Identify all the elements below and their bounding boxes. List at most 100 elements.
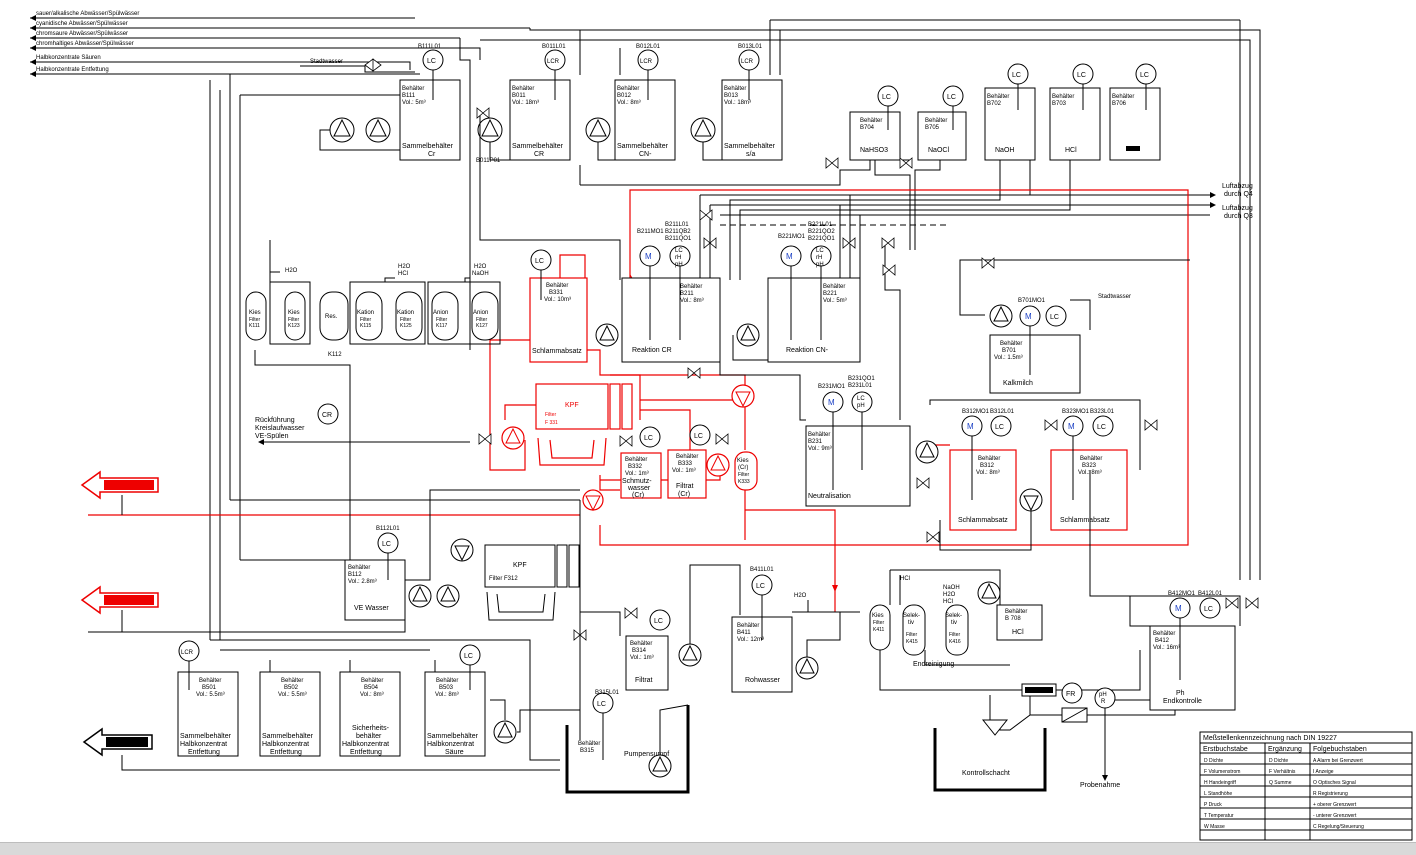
svg-text:H Handeingriff: H Handeingriff xyxy=(1204,780,1236,786)
black-outlet xyxy=(82,727,560,771)
svg-text:Anion: Anion xyxy=(473,310,488,316)
svg-text:behälter: behälter xyxy=(356,733,382,740)
svg-text:B412L01: B412L01 xyxy=(1198,591,1223,597)
svg-text:L Standhöhe: L Standhöhe xyxy=(1204,791,1232,797)
svg-text:NaHSO3: NaHSO3 xyxy=(860,147,888,154)
tank-b701: Behälter B701 Vol.: 1.5m³ Kalkmilch M LC… xyxy=(959,259,1190,394)
svg-text:B011L01: B011L01 xyxy=(542,44,566,50)
svg-text:Behälter: Behälter xyxy=(1052,94,1074,100)
svg-text:B312MO1: B312MO1 xyxy=(962,409,990,415)
svg-text:LC: LC xyxy=(675,248,683,254)
svg-text:B312L01: B312L01 xyxy=(990,409,1015,415)
svg-text:Vol.: 5m³: Vol.: 5m³ xyxy=(402,100,426,106)
svg-text:M: M xyxy=(645,252,652,261)
svg-text:Behälter: Behälter xyxy=(617,86,639,92)
svg-text:R: R xyxy=(1101,699,1106,705)
svg-text:B502: B502 xyxy=(284,685,299,691)
svg-text:Filter: Filter xyxy=(738,472,749,478)
svg-text:B315: B315 xyxy=(580,748,595,754)
svg-text:Filter F312: Filter F312 xyxy=(489,576,518,582)
svg-text:B411: B411 xyxy=(737,630,751,636)
svg-text:Behälter: Behälter xyxy=(1112,94,1134,100)
svg-text:B503: B503 xyxy=(439,685,454,691)
svg-text:HCl: HCl xyxy=(943,599,953,605)
svg-text:B221L01: B221L01 xyxy=(808,222,833,228)
svg-text:B111L01: B111L01 xyxy=(418,44,442,50)
svg-text:F Verhältnis: F Verhältnis xyxy=(1269,769,1296,775)
svg-text:Schmutz-: Schmutz- xyxy=(622,478,652,485)
svg-text:pH: pH xyxy=(816,262,824,268)
svg-text:durch Q4: durch Q4 xyxy=(1224,191,1253,198)
probenahme: FR pH R Probenahme xyxy=(981,682,1176,789)
svg-text:Behälter: Behälter xyxy=(546,283,568,289)
svg-text:Schlammabsatz: Schlammabsatz xyxy=(1060,517,1110,524)
svg-text:Filter: Filter xyxy=(400,317,411,323)
svg-text:CN-: CN- xyxy=(639,151,652,158)
svg-text:Kies: Kies xyxy=(737,458,749,464)
svg-text:Vol.: 8m³: Vol.: 8m³ xyxy=(680,298,704,304)
svg-text:Q Summe: Q Summe xyxy=(1269,780,1292,786)
svg-text:LC: LC xyxy=(857,396,865,402)
svg-text:Kation: Kation xyxy=(357,310,374,316)
svg-text:Filter: Filter xyxy=(360,317,371,323)
svg-text:K125: K125 xyxy=(400,323,412,329)
svg-text:K415: K415 xyxy=(906,639,918,645)
svg-text:Behälter: Behälter xyxy=(823,284,845,290)
svg-text:Filter: Filter xyxy=(288,317,299,323)
svg-text:B704: B704 xyxy=(860,125,875,131)
svg-text:B111: B111 xyxy=(402,93,416,99)
svg-text:Sammelbehälter: Sammelbehälter xyxy=(402,143,454,150)
svg-text:B011: B011 xyxy=(512,93,526,99)
svg-text:LC: LC xyxy=(1077,72,1086,79)
svg-text:LCR: LCR xyxy=(741,59,754,65)
svg-text:Säure: Säure xyxy=(445,749,464,756)
svg-text:B211MO1: B211MO1 xyxy=(637,229,664,235)
svg-text:Selek-: Selek- xyxy=(945,613,962,619)
svg-text:(Cr): (Cr) xyxy=(632,492,644,499)
svg-text:B333: B333 xyxy=(678,461,693,467)
svg-text:Rückführung: Rückführung xyxy=(255,417,295,424)
svg-text:LC: LC xyxy=(597,701,606,708)
svg-text:B221QO1: B221QO1 xyxy=(808,236,835,242)
svg-text:B013: B013 xyxy=(724,93,739,99)
pumps-reaction xyxy=(595,323,806,421)
kontrollschacht: Kontrollschacht xyxy=(933,728,1047,792)
svg-text:Entfettung: Entfettung xyxy=(270,749,302,756)
svg-text:H2O: H2O xyxy=(943,592,956,598)
tank-b331: Behälter B331 Vol.: 10m³ Schlammabsatz L… xyxy=(529,249,588,363)
svg-text:Vol.: 1.5m³: Vol.: 1.5m³ xyxy=(994,355,1023,361)
svg-text:H2O: H2O xyxy=(474,264,487,270)
status-bar xyxy=(0,842,1416,855)
svg-text:B231QO1: B231QO1 xyxy=(848,376,875,382)
svg-text:LC: LC xyxy=(535,258,544,265)
svg-text:B012L01: B012L01 xyxy=(636,44,661,50)
svg-text:Reaktion CN-: Reaktion CN- xyxy=(786,347,829,354)
svg-text:Sammelbehälter: Sammelbehälter xyxy=(617,143,669,150)
svg-text:B112: B112 xyxy=(348,572,362,578)
tank-b504: Behälter B504 Vol.: 8m³ Sicherheits- beh… xyxy=(339,671,401,757)
svg-text:Vol.: 9m³: Vol.: 9m³ xyxy=(808,446,832,452)
ion-exchange: Kies Filter K111 Kies Filter K123 Res. K… xyxy=(245,264,501,560)
svg-text:B501: B501 xyxy=(202,685,217,691)
rueckfuehrung: Rückführung Kreislaufwasser VE-Spülen CR xyxy=(255,403,470,445)
svg-text:LCR: LCR xyxy=(640,59,653,65)
svg-text:B706: B706 xyxy=(1112,101,1127,107)
svg-text:Schlammabsatz: Schlammabsatz xyxy=(532,348,582,355)
svg-text:D Dichte: D Dichte xyxy=(1269,758,1288,764)
svg-text:HCl: HCl xyxy=(398,271,408,277)
svg-text:B221: B221 xyxy=(823,291,838,297)
tank-b412: Behälter B412 Vol.: 16m³ Ph Endkontrolle… xyxy=(1089,470,1241,711)
svg-text:Filtrat: Filtrat xyxy=(635,677,653,684)
svg-text:Halbkonzentrat: Halbkonzentrat xyxy=(427,741,474,748)
svg-text:R Registrierung: R Registrierung xyxy=(1313,791,1348,797)
tank-b211: Behälter B211 Vol.: 8m³ Reaktion CR M LC… xyxy=(621,222,721,363)
svg-text:T Temperatur: T Temperatur xyxy=(1204,813,1234,819)
svg-text:B312: B312 xyxy=(980,463,995,469)
svg-text:K115: K115 xyxy=(360,323,372,329)
kpf-f312: KPF Filter F312 xyxy=(484,544,580,621)
input-label-5: Halbkonzentrate Säuren xyxy=(36,55,101,61)
svg-text:LC: LC xyxy=(882,94,891,101)
svg-text:LC: LC xyxy=(427,58,436,65)
svg-text:rH: rH xyxy=(816,255,822,261)
input-label-3: chromsaure Abwässer/Spülwässer xyxy=(36,31,128,37)
